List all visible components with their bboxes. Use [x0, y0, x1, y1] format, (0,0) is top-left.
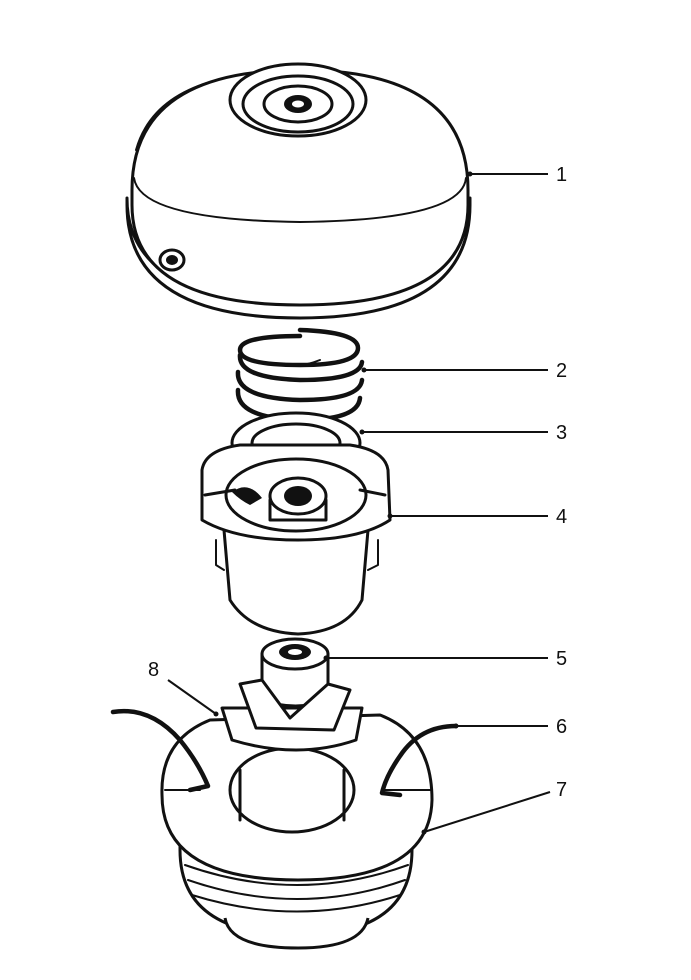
part-cover-cap: [125, 62, 472, 320]
callout-5: 5: [556, 648, 567, 670]
callout-2: 2: [556, 360, 567, 382]
part-spring: [235, 327, 365, 423]
callout-6: 6: [556, 716, 567, 738]
callout-labels: 1 2 3 4 5 6 7 8: [148, 164, 567, 801]
part-inner-cup: [200, 443, 392, 636]
callout-3: 3: [556, 422, 567, 444]
part-trimmer-line: [110, 708, 459, 798]
callout-8: 8: [148, 659, 159, 681]
callout-4: 4: [556, 506, 567, 528]
part-spool: [160, 678, 434, 950]
callout-7: 7: [556, 779, 567, 801]
leader-lines: [167, 171, 551, 835]
callout-1: 1: [556, 164, 567, 186]
